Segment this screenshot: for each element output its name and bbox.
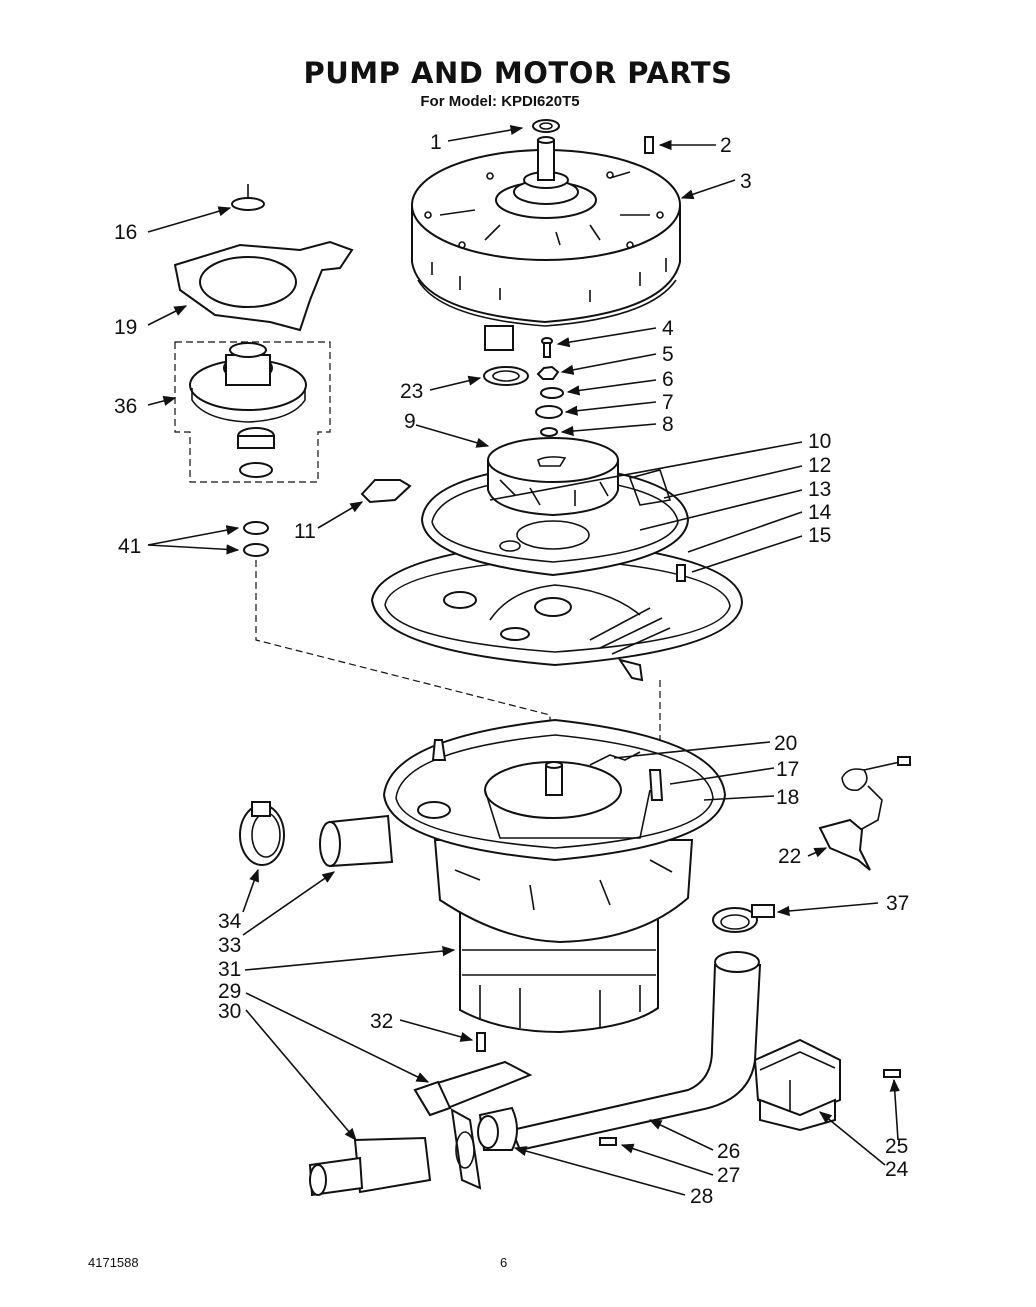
callout-19: 19 [114, 316, 137, 339]
callout-12: 12 [808, 454, 831, 477]
model-subtitle: For Model: KPDI620T5 [420, 93, 580, 110]
callout-3: 3 [740, 170, 752, 193]
callout-1: 1 [430, 131, 442, 154]
part-25-screw [883, 1069, 901, 1078]
callout-5: 5 [662, 343, 674, 366]
part-24-switch [753, 1038, 841, 1132]
callout-9: 9 [404, 410, 416, 433]
callout-15: 15 [808, 524, 831, 547]
callout-6: 6 [662, 368, 674, 391]
parts-27-30-fittings [308, 1032, 617, 1197]
callout-27: 27 [717, 1164, 740, 1187]
callout-24: 24 [885, 1158, 909, 1181]
callout-8: 8 [662, 413, 674, 436]
document-number: 4171588 [88, 1255, 139, 1270]
part-22-sensor [818, 756, 911, 871]
page-number: 6 [500, 1255, 508, 1270]
callout-41: 41 [118, 535, 141, 558]
callout-26: 26 [717, 1140, 740, 1163]
motor-assembly [411, 136, 681, 351]
part-34-clamp [239, 801, 285, 866]
callout-7: 7 [662, 391, 674, 414]
callout-36: 36 [114, 395, 137, 418]
callout-14: 14 [808, 501, 832, 524]
part-26-hose [510, 964, 762, 1152]
callout-13: 13 [808, 478, 831, 501]
callout-4: 4 [662, 317, 674, 340]
callout-16: 16 [114, 221, 137, 244]
part-37-clamp [712, 904, 775, 933]
part-11 [360, 479, 412, 504]
callout-37: 37 [886, 892, 909, 915]
callout-20: 20 [774, 732, 797, 755]
callout-numbers: 1 2 3 4 5 6 7 8 9 10 11 12 13 14 15 16 1… [114, 131, 909, 1208]
callout-34: 34 [218, 910, 242, 933]
callout-33: 33 [218, 934, 241, 957]
callout-22: 22 [778, 845, 801, 868]
callout-17: 17 [776, 758, 799, 781]
left-seal-assembly [173, 184, 354, 557]
impeller-and-housing [370, 437, 744, 682]
callout-25: 25 [885, 1135, 908, 1158]
callout-29: 29 [218, 980, 241, 1003]
small-hardware [483, 119, 654, 437]
callout-30: 30 [218, 1000, 241, 1023]
callout-28: 28 [690, 1185, 713, 1208]
part-33-hose [319, 814, 394, 868]
pump-base [382, 718, 727, 1034]
callout-18: 18 [776, 786, 799, 809]
part-26-hose-end [714, 951, 760, 973]
callout-32: 32 [370, 1010, 393, 1033]
leader-lines [147, 124, 900, 1196]
callout-31: 31 [218, 958, 241, 981]
callout-2: 2 [720, 134, 732, 157]
callout-23: 23 [400, 380, 423, 403]
callout-11: 11 [294, 520, 316, 543]
page-title: PUMP AND MOTOR PARTS [303, 56, 733, 90]
callout-10: 10 [808, 430, 831, 453]
